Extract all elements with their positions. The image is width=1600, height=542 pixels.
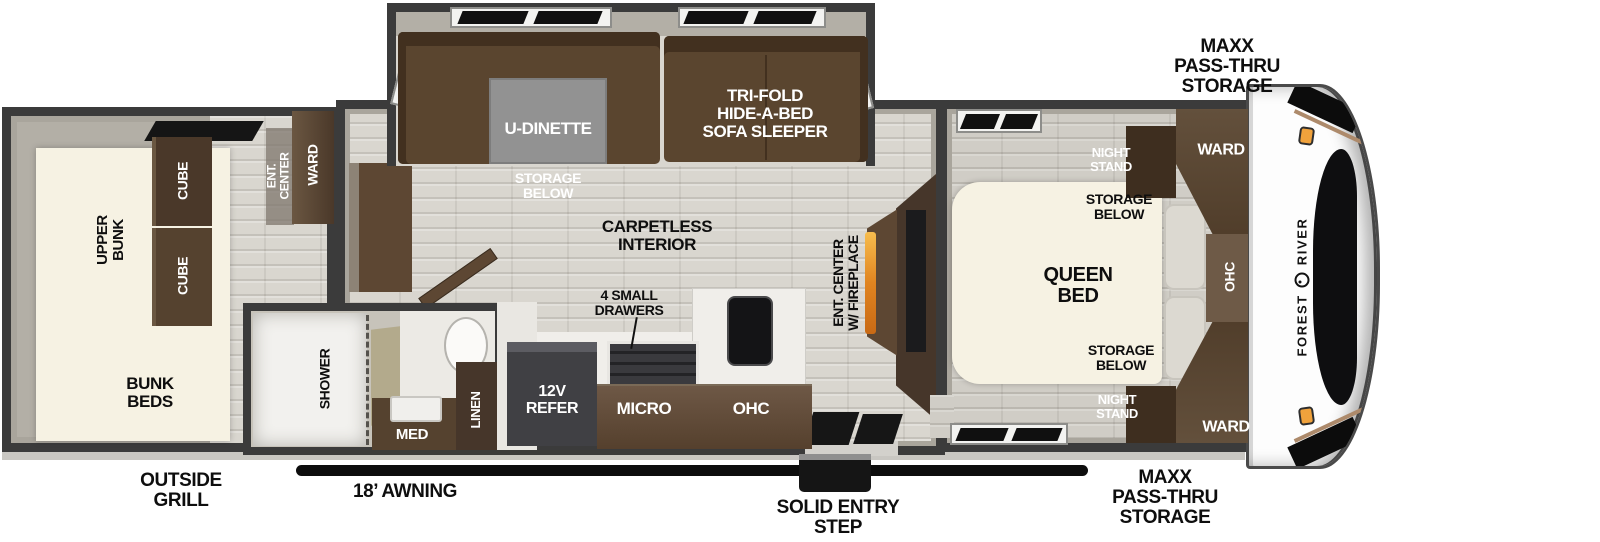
brand-second-word: RIVER — [1294, 217, 1310, 266]
bunk-ward-label: WARD — [304, 144, 321, 186]
refrigerator — [507, 342, 597, 446]
window — [956, 109, 1042, 133]
night-stand-bottom-label: NIGHT STAND — [1096, 392, 1138, 421]
queen-bed-label: QUEEN BED — [1043, 263, 1113, 307]
ent-center-fireplace-label: ENT. CENTER W/ FIREPLACE — [830, 235, 861, 331]
bunk-beds-label: BUNK BEDS — [126, 373, 174, 411]
carpetless-label: CARPETLESS INTERIOR — [601, 216, 713, 254]
awning-label: 18’ AWNING — [352, 480, 458, 502]
u-dinette-label: U-DINETTE — [504, 118, 592, 138]
window-pane — [457, 11, 529, 24]
window-pane — [999, 114, 1039, 129]
maxx-passthru-top-label: MAXX PASS-THRU STORAGE — [1174, 35, 1280, 98]
night-stand-bottom — [1126, 386, 1176, 443]
bedroom-ohc — [1206, 234, 1248, 322]
trifold-sofa-seam — [765, 55, 767, 160]
outside-grill-label: OUTSIDE GRILL — [140, 469, 222, 511]
front-cap: FOREST RIVER — [1246, 84, 1380, 469]
bedroom-door-gap — [930, 395, 954, 438]
forest-river-logo-icon — [1294, 272, 1310, 288]
bunk-cube-2 — [152, 228, 212, 326]
window-pane — [533, 11, 603, 24]
window-pane — [1011, 428, 1063, 441]
ward-bottom-label: WARD — [1202, 418, 1250, 436]
dinette-storage-label: STORAGE BELOW — [514, 170, 582, 201]
refer-label: 12V REFER — [525, 383, 579, 417]
med-label: MED — [395, 426, 429, 444]
entry-step-label: SOLID ENTRY STEP — [776, 496, 900, 538]
cooktop-drawers — [607, 341, 699, 387]
night-stand-top — [1126, 126, 1176, 198]
cap-windshield — [1313, 149, 1357, 405]
upper-bunk-label: UPPER BUNK — [94, 215, 127, 265]
med-sink — [390, 396, 442, 422]
queen-bed — [952, 182, 1162, 384]
fireplace-glow — [865, 232, 876, 334]
window-pane — [955, 428, 1009, 441]
window — [450, 7, 612, 28]
bunk-ent-center — [266, 128, 294, 225]
awning-bar — [296, 465, 1088, 476]
cube-1-label: CUBE — [174, 161, 191, 201]
maxx-passthru-bottom-label: MAXX PASS-THRU STORAGE — [1112, 466, 1218, 529]
storage-below-bottom-label: STORAGE BELOW — [1087, 342, 1155, 373]
linen-label: LINEN — [468, 391, 484, 429]
micro-label: MICRO — [616, 398, 672, 418]
trifold-sofa-label: TRI-FOLD HIDE-A-BED SOFA SLEEPER — [702, 85, 828, 142]
kitchen-sink — [727, 296, 773, 366]
bunk-ent-center-label: ENT. CENTER — [264, 152, 291, 200]
u-dinette-table — [489, 78, 607, 164]
ward-top-label: WARD — [1197, 141, 1245, 159]
bunk-cube-1 — [152, 137, 212, 226]
cube-2-label: CUBE — [174, 256, 191, 296]
brand-first-word: FOREST — [1294, 294, 1310, 357]
bunk-ward — [292, 111, 334, 224]
shower-label: SHOWER — [316, 348, 333, 410]
linen-cabinet — [456, 362, 497, 450]
night-stand-top-label: NIGHT STAND — [1090, 145, 1132, 174]
bedroom-ohc-label: OHC — [1221, 262, 1238, 292]
bed-pillow — [1164, 204, 1206, 290]
drawers-label: 4 SMALL DRAWERS — [594, 287, 664, 318]
window — [950, 423, 1068, 445]
kitchen-ohc-label: OHC — [732, 398, 770, 418]
ent-center-tv — [906, 210, 926, 352]
ohc-cabinet-band — [597, 384, 812, 449]
window-pane — [683, 11, 749, 24]
hall-cabinet — [349, 163, 412, 292]
shower-door-track — [366, 315, 369, 445]
cap-marker-light-top — [1297, 126, 1316, 146]
shower — [253, 313, 367, 446]
storage-below-top-label: STORAGE BELOW — [1085, 191, 1153, 222]
window-pane — [959, 114, 1001, 129]
window — [678, 7, 826, 28]
underbody-trim — [2, 451, 1245, 460]
forest-river-wordmark: FOREST RIVER — [1294, 217, 1310, 357]
cap-marker-light-bottom — [1297, 406, 1316, 426]
entry-step — [799, 454, 871, 492]
window-pane — [753, 11, 817, 24]
